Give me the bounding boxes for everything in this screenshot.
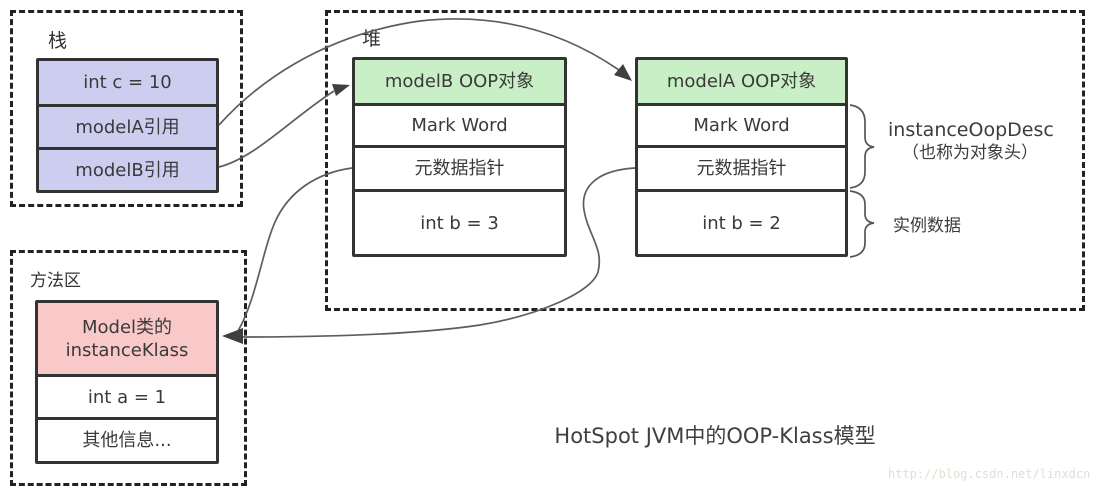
- modelB-oop-table: modelB OOP对象 Mark Word 元数据指针 int b = 3: [352, 57, 567, 257]
- modelA-int-b: int b = 2: [638, 189, 845, 254]
- modelA-metadata-pointer: 元数据指针: [638, 145, 845, 189]
- stack-row-int-c: int c = 10: [39, 61, 216, 104]
- modelB-metadata-pointer: 元数据指针: [355, 145, 564, 189]
- method-area-region-label: 方法区: [30, 271, 81, 291]
- stack-region-label: 栈: [48, 30, 68, 52]
- instance-klass-table: Model类的 instanceKlass int a = 1 其他信息...: [35, 300, 219, 464]
- instance-klass-header-line2: instanceKlass: [65, 339, 189, 361]
- instance-klass-header-line1: Model类的: [81, 316, 173, 338]
- klass-row-int-a: int a = 1: [38, 374, 216, 417]
- modelB-oop-header: modelB OOP对象: [355, 60, 564, 103]
- method-area-region-box: [10, 250, 247, 486]
- modelA-oop-table: modelA OOP对象 Mark Word 元数据指针 int b = 2: [635, 57, 848, 257]
- modelA-mark-word: Mark Word: [638, 103, 845, 145]
- modelB-int-b: int b = 3: [355, 189, 564, 254]
- instance-oop-desc-annotation: instanceOopDesc （也称为对象头）: [888, 118, 1054, 165]
- modelA-oop-header: modelA OOP对象: [638, 60, 845, 103]
- instance-oop-desc-line1: instanceOopDesc: [888, 119, 1054, 141]
- instance-data-annotation: 实例数据: [893, 216, 961, 236]
- klass-row-other-info: 其他信息...: [38, 417, 216, 461]
- modelB-mark-word: Mark Word: [355, 103, 564, 145]
- stack-row-modelA-ref: modelA引用: [39, 104, 216, 147]
- watermark-url: http://blog.csdn.net/linxdcn: [888, 467, 1091, 481]
- instance-klass-header: Model类的 instanceKlass: [38, 303, 216, 374]
- stack-table: int c = 10 modelA引用 modelB引用: [36, 58, 219, 193]
- instance-oop-desc-line2: （也称为对象头）: [902, 143, 1038, 163]
- heap-region-label: 堆: [362, 28, 382, 50]
- diagram-caption: HotSpot JVM中的OOP-Klass模型: [554, 424, 876, 448]
- stack-row-modelB-ref: modelB引用: [39, 147, 216, 190]
